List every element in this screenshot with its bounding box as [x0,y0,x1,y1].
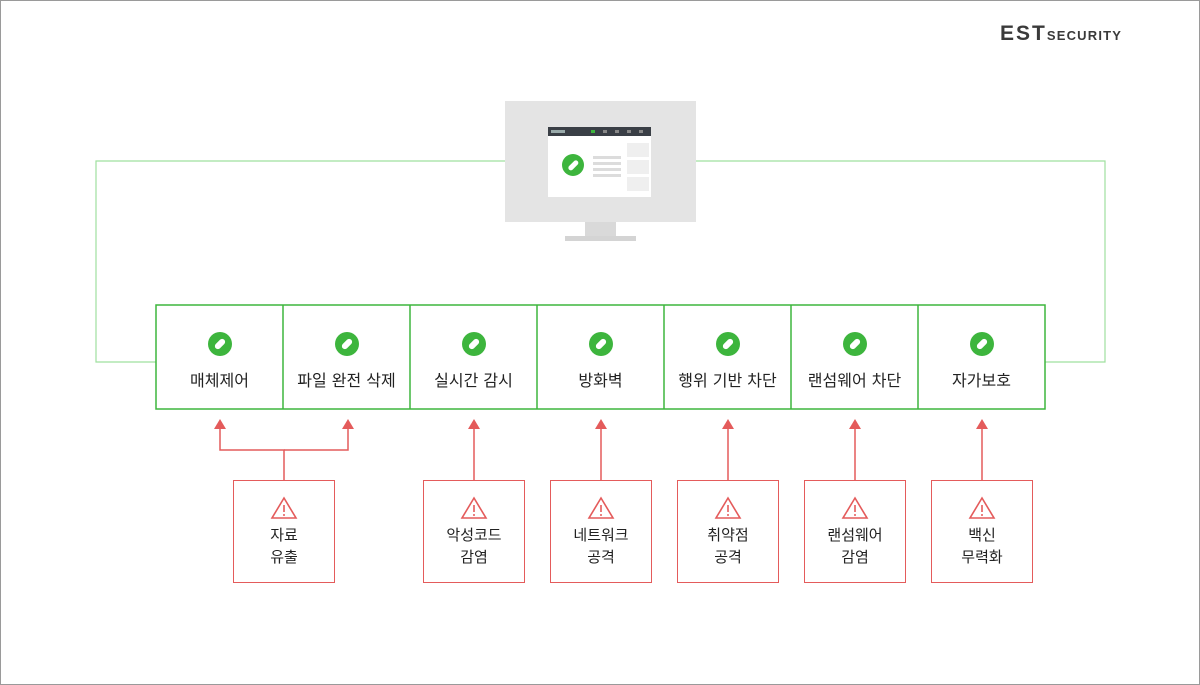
feature-label: 매체제어 [190,371,249,390]
feature-media-control: 매체제어 [156,305,283,409]
feature-file-shred: 파일 완전 삭제 [283,305,410,409]
pill-capsule-icon [715,332,740,356]
logo-security: SECURITY [1046,28,1123,43]
monitor-icon [505,101,696,241]
feature-label: 랜섬웨어 차단 [807,371,902,390]
right-connector-line [696,160,1106,363]
threat-arrows [219,428,983,480]
warning-triangle-icon [270,496,298,519]
feature-label: 행위 기반 차단 [678,371,777,390]
pill-capsule-icon [588,332,613,356]
logo-est: EST [1000,22,1047,45]
warning-triangle-icon [968,496,996,519]
feature-self-protect: 자가보호 [918,305,1045,409]
feature-realtime-monitor: 실시간 감시 [410,305,537,409]
feature-label: 자가보호 [952,371,1011,390]
left-connector-line [95,160,505,363]
warning-triangle-icon [460,496,488,519]
pill-capsule-icon [207,332,232,356]
pill-capsule-icon [969,332,994,356]
feature-ransomware-block: 랜섬웨어 차단 [791,305,918,409]
feature-label: 실시간 감시 [434,371,513,390]
feature-row-frame [155,304,1046,410]
warning-triangle-icon [841,496,869,519]
feature-label: 파일 완전 삭제 [297,371,396,390]
warning-triangle-icon [714,496,742,519]
feature-label: 방화벽 [578,371,623,390]
arrow-data-leak-2 [284,428,349,451]
feature-firewall: 방화벽 [537,305,664,409]
pill-capsule-icon [842,332,867,356]
arrow-heads [214,419,988,429]
warning-triangle-icon [587,496,615,519]
feature-behavior-block: 행위 기반 차단 [664,305,791,409]
brand-logo: ESTSECURITY [1000,22,1122,46]
pill-capsule-icon [334,332,359,356]
pill-capsule-icon [461,332,486,356]
arrow-data-leak [219,428,285,480]
